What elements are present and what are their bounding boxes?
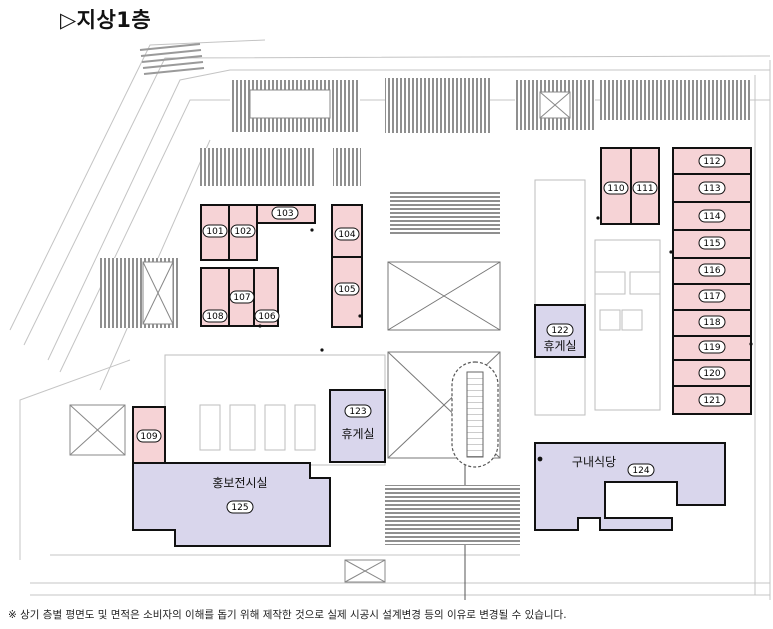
room-105-label: 105 [338, 285, 355, 295]
room-121-label: 121 [703, 396, 720, 406]
room-110-label: 110 [607, 184, 624, 194]
room-113-label: 113 [703, 184, 720, 194]
room-125: 125 [226, 500, 254, 514]
room-124-label: 124 [632, 466, 649, 476]
crosswalk [139, 43, 205, 75]
room-116-label: 116 [703, 266, 720, 276]
room-106-label: 106 [258, 312, 275, 322]
room-105: 105 [334, 282, 360, 296]
room-104-label: 104 [338, 230, 355, 240]
room-123-label: 123 [349, 407, 366, 417]
floor-plan: 101 102 103 104 105 106 107 108 109 110 … [9, 39, 771, 600]
room-119: 119 [698, 340, 726, 354]
room-labels: 101 102 103 104 105 106 107 108 109 110 … [136, 154, 726, 514]
room-101-label: 101 [206, 227, 223, 237]
room-117: 117 [698, 289, 726, 303]
room-119-label: 119 [703, 343, 720, 353]
room-117-label: 117 [703, 292, 720, 302]
room-120: 120 [698, 366, 726, 380]
room-112-label: 112 [703, 157, 720, 167]
room-115-label: 115 [703, 239, 720, 249]
room-123: 123 [344, 404, 372, 418]
room-125-label: 125 [231, 503, 248, 513]
room-114: 114 [698, 209, 726, 223]
room-118-label: 118 [703, 318, 720, 328]
floor-title: ▷지상1층 [60, 8, 152, 32]
room-106: 106 [254, 309, 280, 323]
room-111: 111 [632, 181, 658, 195]
room-121: 121 [698, 393, 726, 407]
room-110: 110 [603, 181, 629, 195]
room-108: 108 [202, 309, 228, 323]
rest-room-123-name: 휴게실 [341, 427, 374, 441]
site-outline [9, 39, 771, 600]
atrium [387, 261, 501, 459]
room-116: 116 [698, 263, 726, 277]
room-114-label: 114 [703, 212, 720, 222]
room-112: 112 [698, 154, 726, 168]
exhibition-hall-name: 홍보전시실 [212, 476, 267, 490]
room-102-label: 102 [234, 227, 251, 237]
room-103: 103 [271, 206, 299, 220]
escalator [451, 361, 499, 468]
room-104: 104 [334, 227, 360, 241]
room-109-label: 109 [140, 432, 157, 442]
room-101: 101 [202, 224, 228, 238]
room-names: 휴게실 휴게실 구내식당 홍보전시실 [212, 339, 616, 490]
room-102: 102 [230, 224, 256, 238]
hatched-areas [69, 78, 750, 583]
room-111-label: 111 [636, 184, 653, 194]
room-113: 113 [698, 181, 726, 195]
cafeteria-name: 구내식당 [572, 455, 616, 469]
room-120-label: 120 [703, 369, 720, 379]
room-115: 115 [698, 236, 726, 250]
room-122: 122 [546, 323, 574, 337]
room-103-label: 103 [276, 209, 293, 219]
room-122-label: 122 [551, 326, 568, 336]
rest-room-122-name: 휴게실 [543, 339, 576, 353]
disclaimer-note: ※ 상기 층별 평면도 및 면적은 소비자의 이해를 돕기 위해 제작한 것으로… [8, 609, 567, 621]
room-107: 107 [229, 290, 255, 304]
room-124: 124 [627, 463, 655, 477]
room-109: 109 [136, 429, 162, 443]
room-108-label: 108 [206, 312, 223, 322]
room-118: 118 [698, 315, 726, 329]
door-marks [258, 216, 753, 462]
room-107-label: 107 [233, 293, 250, 303]
